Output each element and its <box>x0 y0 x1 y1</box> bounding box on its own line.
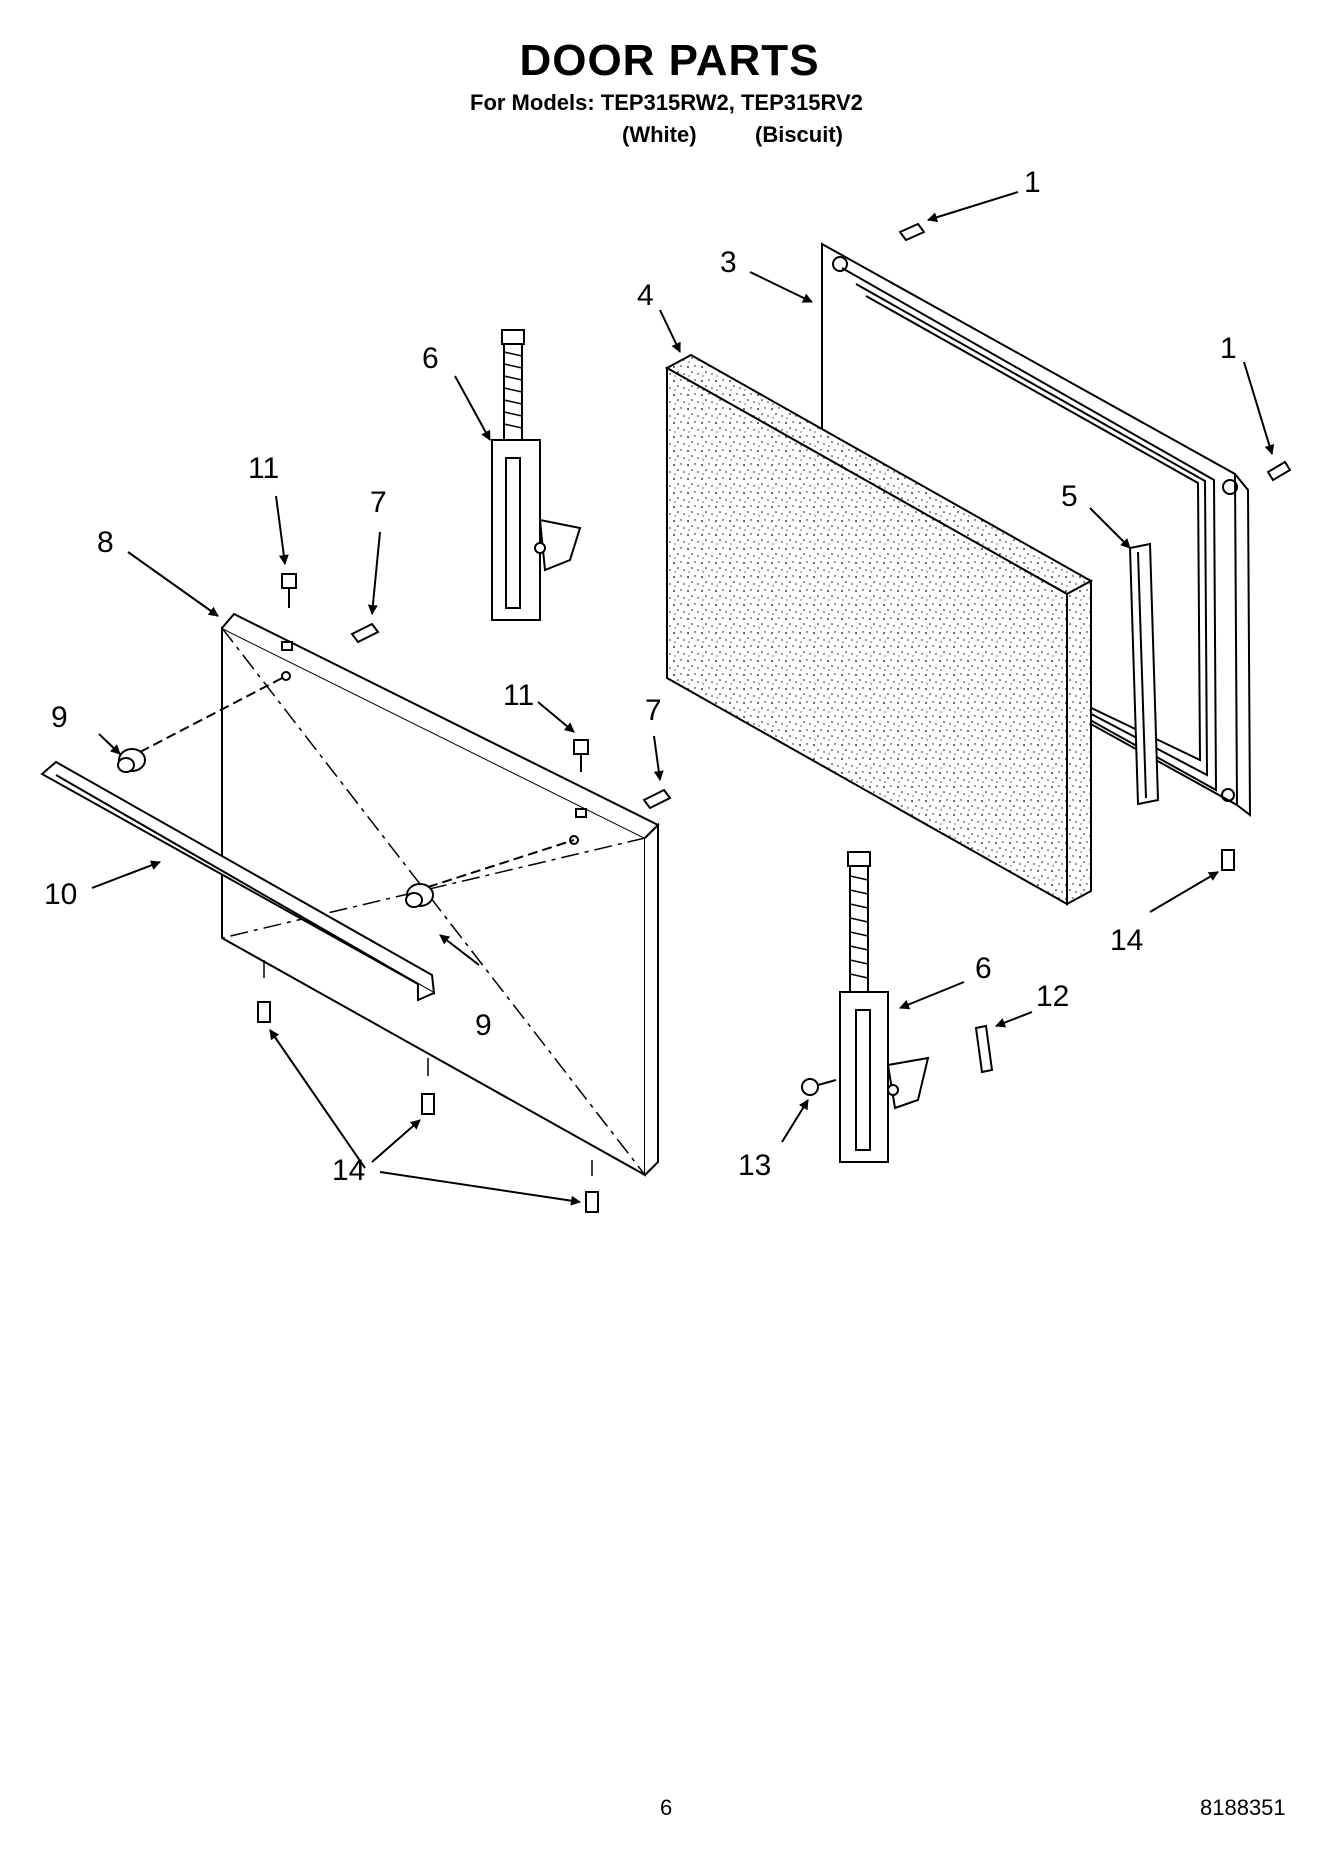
callout-12: 12 <box>1036 980 1069 1013</box>
leader-arrows <box>91 191 1275 1206</box>
callout-7a: 7 <box>370 486 387 519</box>
outer-door-panel <box>221 612 660 1177</box>
hinge-lower <box>839 851 930 1163</box>
callout-4: 4 <box>637 279 654 312</box>
callout-9a: 9 <box>51 701 68 734</box>
callout-labels: 1 1 3 4 5 6 6 7 7 8 9 9 10 11 11 12 13 1… <box>44 166 1237 1187</box>
callout-1b: 1 <box>1220 332 1237 365</box>
callout-13: 13 <box>738 1149 771 1182</box>
callout-9b: 9 <box>475 1009 492 1042</box>
finish-white: (White) <box>622 122 697 147</box>
screws <box>257 222 1292 1213</box>
document-number: 8188351 <box>1200 1795 1286 1820</box>
callout-10: 10 <box>44 878 77 911</box>
callout-7b: 7 <box>645 694 662 727</box>
page-title: DOOR PARTS <box>519 36 820 85</box>
callout-6a: 6 <box>422 342 439 375</box>
hinge-upper <box>491 329 582 621</box>
callout-11a: 11 <box>248 452 279 485</box>
callout-14b: 14 <box>1110 924 1143 957</box>
insulation-block <box>664 353 1094 906</box>
callout-3: 3 <box>720 246 737 279</box>
finish-biscuit: (Biscuit) <box>755 122 843 147</box>
spacers <box>117 675 575 908</box>
callout-6b: 6 <box>975 952 992 985</box>
callout-14a: 14 <box>332 1154 365 1187</box>
door-handle-trim <box>40 760 436 1002</box>
callout-11b: 11 <box>503 679 534 712</box>
door-strip <box>1128 542 1160 806</box>
callout-8: 8 <box>97 526 114 559</box>
callout-1a: 1 <box>1024 166 1041 199</box>
page-number: 6 <box>660 1795 673 1820</box>
models-line: For Models: TEP315RW2, TEP315RV2 <box>470 90 863 115</box>
callout-5: 5 <box>1061 480 1078 513</box>
